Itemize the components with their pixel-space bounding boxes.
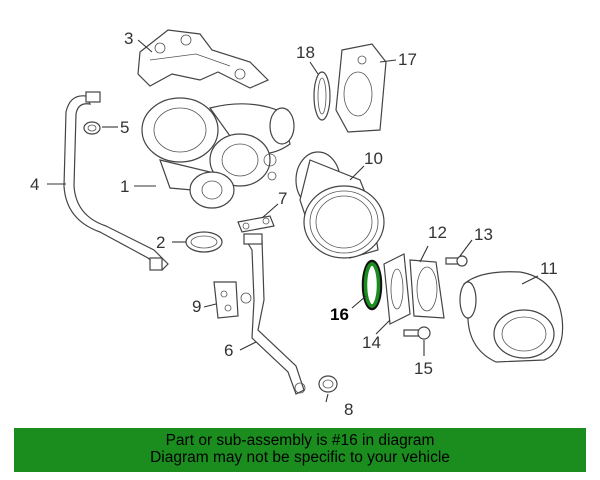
- callout-1: 1: [120, 177, 129, 196]
- part-12-adapter: [409, 259, 445, 319]
- part-13-bolt: [445, 255, 468, 267]
- callout-9: 9: [192, 297, 201, 316]
- banner-line-1: Part or sub-assembly is #16 in diagram: [165, 432, 435, 449]
- part-18-seal: [313, 71, 331, 121]
- part-info-banner: Part or sub-assembly is #16 in diagram D…: [14, 428, 586, 472]
- callout-3: 3: [124, 29, 133, 48]
- callout-4: 4: [30, 175, 39, 194]
- part-1-turbocharger: [141, 97, 295, 209]
- callout-16: 16: [330, 305, 349, 324]
- callout-15: 15: [414, 359, 433, 378]
- part-7-gasket: [237, 215, 275, 233]
- banner-line-2: Diagram may not be specific to your vehi…: [150, 449, 450, 466]
- callout-17: 17: [398, 50, 417, 69]
- part-9-bracket: [213, 281, 252, 319]
- part-8-seal: [318, 375, 338, 393]
- part-3-bracket: [137, 29, 270, 89]
- part-2-gasket: [185, 231, 223, 253]
- callout-8: 8: [344, 400, 353, 419]
- part-4-pipe: [63, 91, 169, 271]
- callout-14: 14: [362, 333, 381, 352]
- part-14-flange: [383, 253, 411, 325]
- callout-12: 12: [428, 223, 447, 242]
- callout-13: 13: [474, 225, 493, 244]
- callout-10: 10: [364, 149, 383, 168]
- part-6-oil-line: [243, 233, 306, 395]
- part-10-intake-housing: [295, 151, 385, 259]
- part-5-seal: [83, 121, 101, 135]
- part-16-seal-highlighted: [361, 259, 383, 311]
- part-15-bolt: [403, 326, 431, 340]
- part-11-elbow-duct: [459, 271, 564, 363]
- callout-18: 18: [296, 43, 315, 62]
- callout-7: 7: [278, 189, 287, 208]
- callout-2: 2: [156, 233, 165, 252]
- callout-labels: 3 5 4 1 2 6 7 8 9 10 11 12 13 14 15 16 1…: [30, 29, 558, 419]
- leader-lines: [47, 39, 539, 403]
- part-17-throttle-body: [335, 43, 387, 133]
- callout-6: 6: [224, 341, 233, 360]
- callout-5: 5: [120, 118, 129, 137]
- callout-11: 11: [540, 259, 558, 278]
